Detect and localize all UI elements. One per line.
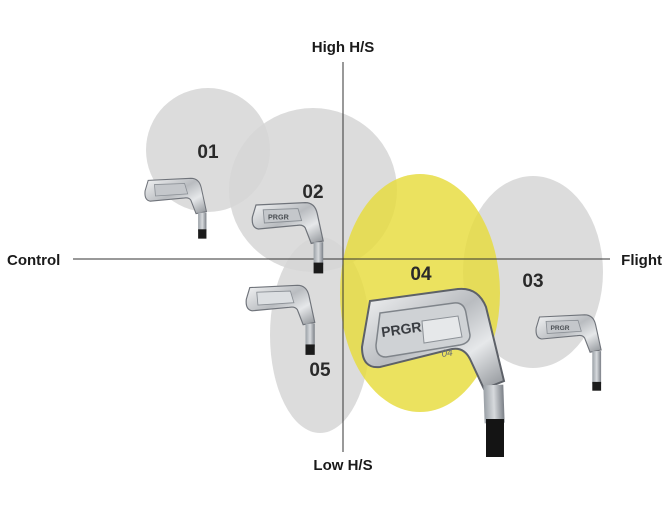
club-02-brand: PRGR: [268, 212, 290, 221]
club-03-brand: PRGR: [551, 325, 570, 332]
axis-label-left: Control: [7, 252, 60, 269]
axis-label-top: High H/S: [312, 39, 375, 56]
zone-label-03: 03: [522, 271, 543, 292]
axis-label-bottom: Low H/S: [313, 457, 372, 474]
club-04-icon: PRGR 04: [360, 287, 506, 457]
club-03-icon: PRGR: [535, 314, 602, 391]
zone-label-04: 04: [410, 264, 432, 285]
club-04-model-mark: 04: [441, 347, 454, 360]
axis-label-right: Flight: [621, 252, 662, 269]
club-01-icon: [144, 177, 208, 239]
club-04-brand: PRGR: [380, 318, 422, 339]
club-05-icon: [245, 284, 316, 355]
club-02-icon: PRGR: [251, 201, 324, 274]
zone-label-01: 01: [197, 142, 219, 163]
zone-label-02: 02: [302, 182, 323, 203]
zone-label-05: 05: [309, 360, 331, 381]
